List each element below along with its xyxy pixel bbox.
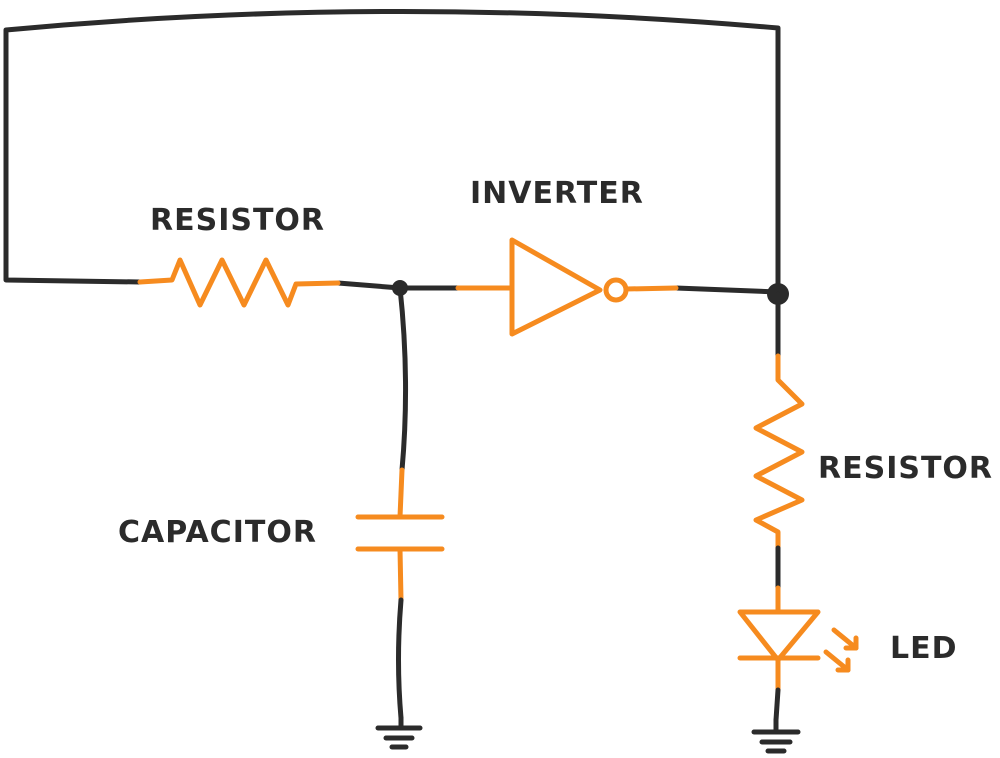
wire-capacitor-to-ground — [396, 597, 404, 721]
capacitor-symbol — [355, 467, 445, 603]
ground-symbol-right — [751, 717, 801, 754]
wire-inverter-to-output — [673, 285, 781, 295]
label-led: LED — [890, 631, 958, 666]
label-capacitor: CAPACITOR — [118, 515, 317, 550]
label-resistor-top: RESISTOR — [150, 203, 325, 238]
wire-led-to-ground — [773, 687, 781, 723]
label-inverter: INVERTER — [470, 176, 644, 211]
ground-symbol-left — [375, 715, 423, 750]
wire-junction-to-capacitor — [397, 285, 409, 473]
resistor-top-symbol — [137, 257, 341, 308]
feedback-wire — [3, 9, 781, 293]
resistor-right-symbol — [753, 353, 805, 551]
label-resistor-right: RESISTOR — [818, 451, 993, 486]
inverter-symbol — [455, 237, 679, 337]
led-symbol — [737, 585, 859, 693]
wire-resistor-to-junction — [335, 280, 403, 291]
